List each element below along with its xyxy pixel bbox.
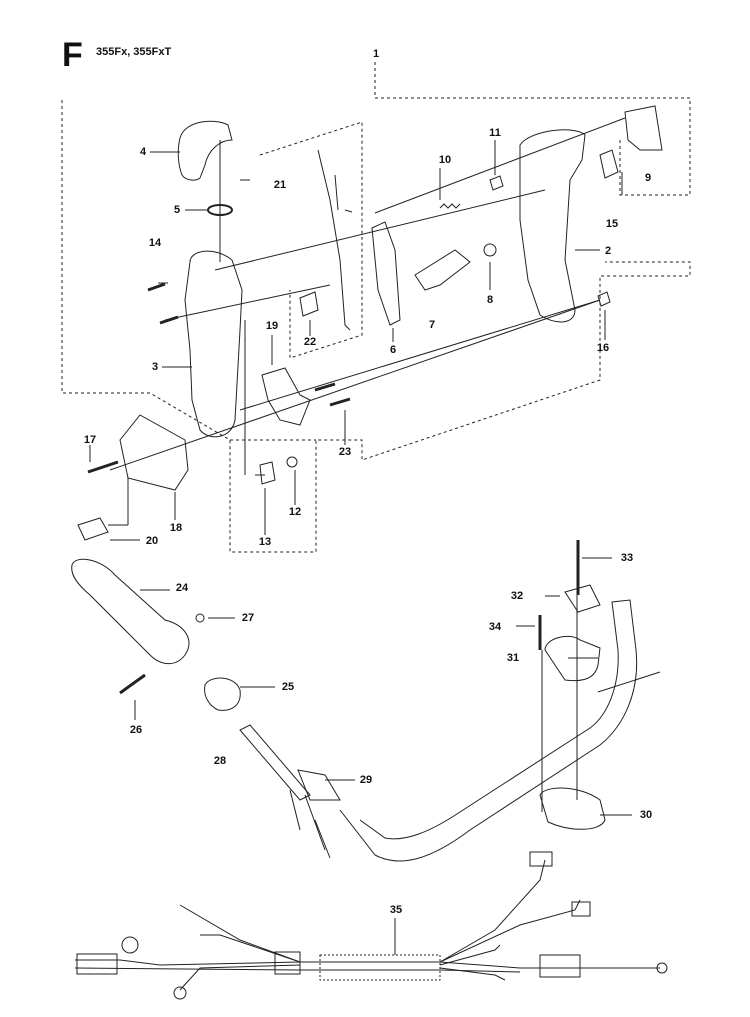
callout-28: 28 [213,755,227,767]
callout-29: 29 [359,774,373,786]
callout-31: 31 [506,652,520,664]
callout-33: 33 [620,552,634,564]
part-19-bracket [261,367,311,426]
callout-34: 34 [488,621,502,633]
callout-6: 6 [389,344,397,356]
part-32-plate [564,584,601,613]
callout-35: 35 [389,904,403,916]
callout-16: 16 [596,342,610,354]
part-29-sleeve [289,769,341,859]
part-35-harness [74,851,668,1000]
callout-17: 17 [83,434,97,446]
callout-11: 11 [489,127,501,139]
group-outlines [61,62,691,553]
callout-10: 10 [438,154,452,166]
part-27-washer [195,613,205,623]
part-22-clip [299,291,319,317]
part-6-lever [371,221,401,326]
part-17-screw [87,460,119,474]
section-letter: F [62,36,83,74]
callout-14: 14 [148,237,162,249]
callout-24: 24 [175,582,189,594]
part-8-spring [483,243,497,257]
part-25-clamp [204,677,241,711]
part-10-spring [439,203,461,209]
callout-3: 3 [151,361,159,373]
callout-27: 27 [241,612,255,624]
label-leaders [89,140,632,955]
model-label: 355Fx, 355FxT [96,46,172,58]
callout-8: 8 [486,294,494,306]
part-28-strip [239,724,311,801]
callout-12: 12 [288,506,302,518]
part-30-pad [539,787,606,830]
callout-21: 21 [273,179,287,191]
callout-4: 4 [139,146,147,158]
callout-23: 23 [338,446,352,458]
part-2-handle-half [519,129,586,323]
callout-18: 18 [169,522,183,534]
callout-32: 32 [510,590,524,602]
part-11-nut [489,175,504,191]
callout-25: 25 [281,681,295,693]
callout-15: 15 [605,218,619,230]
callout-20: 20 [145,535,159,547]
part-18-housing [119,414,189,491]
part-14-screw [147,282,179,325]
callout-1: 1 [372,48,380,60]
part-7-throttle [414,249,471,291]
part-26-screw [119,673,146,695]
part-20-block [77,517,109,541]
part-3-handle-half [184,250,243,438]
part-24-grip [71,558,190,665]
callout-13: 13 [258,536,272,548]
axis-lines [108,117,661,812]
callout-9: 9 [644,172,652,184]
part-4-handle-cap [177,120,233,181]
callout-19: 19 [265,320,279,332]
callout-7: 7 [428,319,436,331]
callout-2: 2 [604,245,612,257]
part-31-clamp [544,635,601,682]
callout-5: 5 [173,204,181,216]
part-12-screw [286,456,298,468]
callout-26: 26 [129,724,143,736]
part-13-clip [259,461,276,485]
part-21-cable [317,149,353,331]
callout-30: 30 [639,809,653,821]
part-15-clip [599,149,619,179]
part-23-screw [314,382,351,407]
handlebar-tube [339,599,638,862]
part-9-cap [624,105,663,151]
callout-22: 22 [303,336,317,348]
part-16-nut [597,291,611,307]
